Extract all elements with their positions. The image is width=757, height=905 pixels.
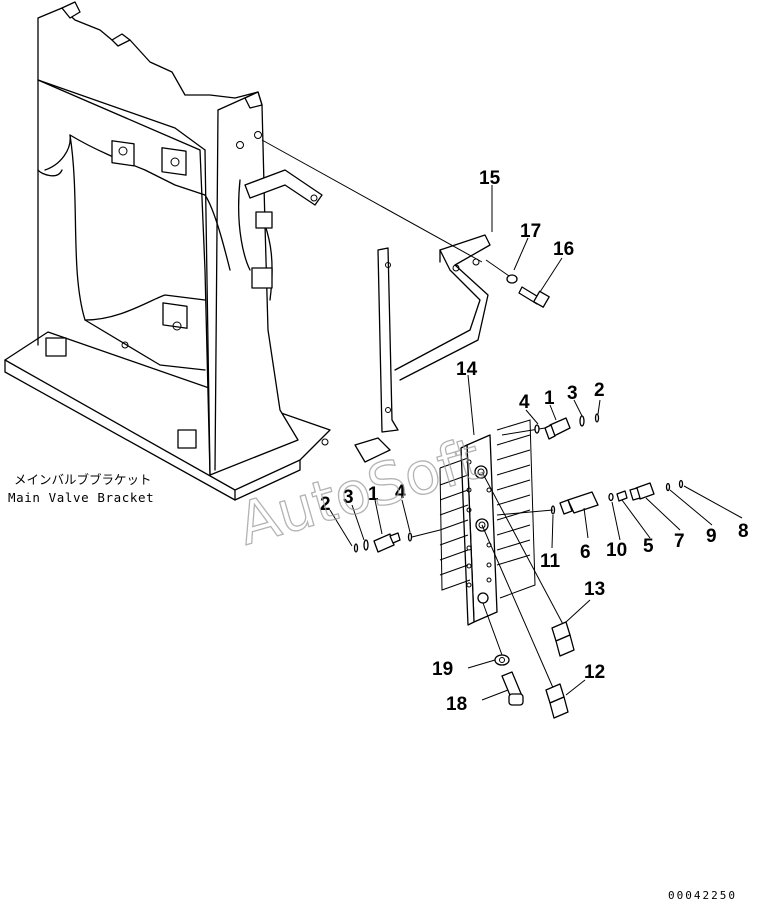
ring-3-upper bbox=[579, 415, 585, 427]
leader-hole-15 bbox=[261, 139, 513, 279]
label-2-lower: 2 bbox=[320, 494, 331, 515]
label-14: 14 bbox=[456, 359, 478, 380]
support-bar-15 bbox=[354, 234, 491, 463]
label-5: 5 bbox=[643, 536, 654, 557]
caption-english: Main Valve Bracket bbox=[8, 490, 154, 505]
label-16: 16 bbox=[553, 239, 574, 260]
label-10: 10 bbox=[606, 540, 627, 561]
label-19: 19 bbox=[432, 659, 453, 680]
plug-12 bbox=[545, 683, 569, 719]
valve-block-14 bbox=[439, 419, 536, 626]
label-1-lower: 1 bbox=[368, 484, 379, 505]
fitting-1-upper bbox=[544, 417, 571, 440]
ring-9 bbox=[665, 482, 671, 492]
fitting-1-lower bbox=[373, 532, 401, 553]
label-18: 18 bbox=[446, 694, 467, 715]
main-valve-bracket bbox=[4, 1, 331, 501]
bolt-18 bbox=[501, 671, 524, 706]
label-6: 6 bbox=[580, 542, 591, 563]
ring-2-lower bbox=[353, 543, 359, 553]
label-1-upper: 1 bbox=[544, 388, 555, 409]
plug-13 bbox=[551, 621, 575, 657]
document-code: 00042250 bbox=[668, 889, 737, 902]
label-11: 11 bbox=[540, 551, 561, 572]
oring-4-upper bbox=[534, 424, 540, 434]
oring-4-lower bbox=[407, 532, 413, 542]
label-4-upper: 4 bbox=[519, 392, 530, 413]
ring-10 bbox=[608, 492, 614, 502]
label-2-upper: 2 bbox=[594, 380, 605, 401]
label-3-lower: 3 bbox=[343, 487, 354, 508]
plug-5 bbox=[616, 490, 628, 502]
label-8: 8 bbox=[738, 521, 749, 542]
leader-lines bbox=[329, 185, 743, 701]
washer-19 bbox=[494, 654, 510, 666]
ring-8 bbox=[678, 479, 684, 489]
ring-2-upper bbox=[594, 413, 600, 423]
label-4-lower: 4 bbox=[395, 482, 406, 503]
label-3-upper: 3 bbox=[567, 383, 578, 404]
label-9: 9 bbox=[706, 526, 717, 547]
label-15: 15 bbox=[479, 168, 501, 189]
label-7: 7 bbox=[674, 531, 685, 552]
part-labels: 15 17 16 14 4 1 3 2 2 3 1 4 11 6 10 5 7 … bbox=[320, 168, 749, 715]
label-12: 12 bbox=[584, 662, 605, 683]
ring-3-lower bbox=[363, 539, 369, 551]
caption-japanese: メインバルブブラケット bbox=[14, 472, 152, 487]
fitting-7 bbox=[629, 482, 655, 501]
label-17: 17 bbox=[520, 221, 541, 242]
washer-17 bbox=[506, 274, 518, 284]
label-13: 13 bbox=[584, 579, 605, 600]
link-strap bbox=[244, 169, 323, 206]
bolt-16 bbox=[518, 286, 550, 308]
valve-6 bbox=[559, 491, 599, 515]
